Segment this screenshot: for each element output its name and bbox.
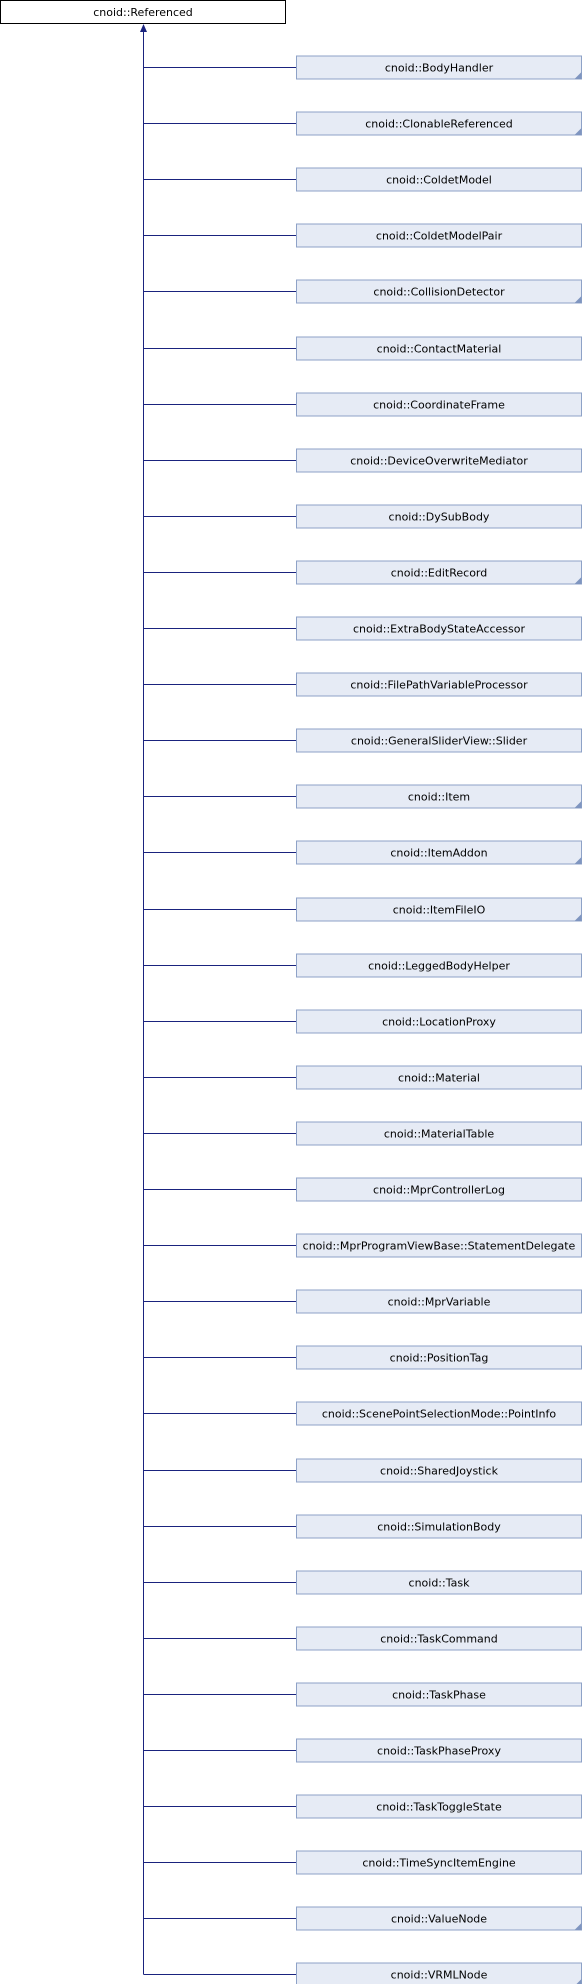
class-node[interactable]: cnoid::ColdetModel <box>296 167 582 192</box>
more-subclasses-corner-icon <box>574 577 582 584</box>
class-node[interactable]: cnoid::LocationProxy <box>296 1009 582 1034</box>
class-node-label: cnoid::FilePathVariableProcessor <box>350 679 528 692</box>
class-node-label: cnoid::Material <box>398 1072 480 1085</box>
class-node[interactable]: cnoid::MprVariable <box>296 1289 582 1314</box>
class-node-label: cnoid::ScenePointSelectionMode::PointInf… <box>322 1408 557 1421</box>
class-node-label: cnoid::ItemFileIO <box>393 904 486 917</box>
child-nodes-layer: cnoid::BodyHandlercnoid::ClonableReferen… <box>296 55 582 1984</box>
class-node-label: cnoid::MprProgramViewBase::StatementDele… <box>303 1240 576 1253</box>
class-node[interactable]: cnoid::TaskToggleState <box>296 1794 582 1819</box>
class-node[interactable]: cnoid::MprProgramViewBase::StatementDele… <box>296 1233 582 1258</box>
class-node[interactable]: cnoid::SimulationBody <box>296 1514 582 1539</box>
class-node[interactable]: cnoid::MprControllerLog <box>296 1177 582 1202</box>
class-node[interactable]: cnoid::Item <box>296 784 582 809</box>
class-node[interactable]: cnoid::ClonableReferenced <box>296 111 582 136</box>
class-node-label: cnoid::DeviceOverwriteMediator <box>350 455 528 468</box>
class-node[interactable]: cnoid::VRMLNode <box>296 1962 582 1984</box>
class-node-label: cnoid::TimeSyncItemEngine <box>362 1857 516 1870</box>
class-node[interactable]: cnoid::TaskPhase <box>296 1682 582 1707</box>
class-node[interactable]: cnoid::GeneralSliderView::Slider <box>296 728 582 753</box>
class-node-label: cnoid::GeneralSliderView::Slider <box>351 735 528 748</box>
class-node[interactable]: cnoid::Material <box>296 1065 582 1090</box>
class-node[interactable]: cnoid::CollisionDetector <box>296 279 582 304</box>
class-node-label: cnoid::DySubBody <box>389 511 490 524</box>
class-node-label: cnoid::ColdetModelPair <box>376 230 503 243</box>
class-node-label: cnoid::LeggedBodyHelper <box>368 960 510 973</box>
class-node-label: cnoid::Task <box>409 1577 471 1590</box>
class-node[interactable]: cnoid::ExtraBodyStateAccessor <box>296 616 582 641</box>
root-node-label: cnoid::Referenced <box>93 6 193 19</box>
class-node-label: cnoid::MprVariable <box>388 1296 491 1309</box>
more-subclasses-corner-icon <box>574 801 582 808</box>
more-subclasses-corner-icon <box>574 1923 582 1930</box>
class-node-label: cnoid::TaskCommand <box>380 1633 497 1646</box>
class-node[interactable]: cnoid::ItemFileIO <box>296 897 582 922</box>
class-node[interactable]: cnoid::FilePathVariableProcessor <box>296 672 582 697</box>
more-subclasses-corner-icon <box>574 296 582 303</box>
class-node[interactable]: cnoid::TaskCommand <box>296 1626 582 1651</box>
class-node-label: cnoid::MprControllerLog <box>373 1184 505 1197</box>
class-node[interactable]: cnoid::PositionTag <box>296 1345 582 1370</box>
class-node-label: cnoid::EditRecord <box>391 567 488 580</box>
class-node-label: cnoid::VRMLNode <box>391 1969 488 1982</box>
class-node-label: cnoid::TaskPhaseProxy <box>377 1745 501 1758</box>
more-subclasses-corner-icon <box>574 72 582 79</box>
class-node[interactable]: cnoid::ItemAddon <box>296 840 582 865</box>
class-node-label: cnoid::PositionTag <box>390 1352 489 1365</box>
class-node[interactable]: cnoid::SharedJoystick <box>296 1458 582 1483</box>
class-node[interactable]: cnoid::ValueNode <box>296 1906 582 1931</box>
class-node-label: cnoid::TaskPhase <box>392 1689 486 1702</box>
root-node[interactable]: cnoid::Referenced <box>0 0 286 24</box>
class-node[interactable]: cnoid::TimeSyncItemEngine <box>296 1850 582 1875</box>
class-node-label: cnoid::MaterialTable <box>384 1128 495 1141</box>
class-node[interactable]: cnoid::DeviceOverwriteMediator <box>296 448 582 473</box>
class-node[interactable]: cnoid::ColdetModelPair <box>296 223 582 248</box>
class-node-label: cnoid::ColdetModel <box>386 174 492 187</box>
class-node-label: cnoid::BodyHandler <box>385 62 494 75</box>
class-node-label: cnoid::ExtraBodyStateAccessor <box>353 623 526 636</box>
class-node-label: cnoid::ItemAddon <box>390 847 487 860</box>
class-node-label: cnoid::SharedJoystick <box>380 1465 499 1478</box>
class-node-label: cnoid::SimulationBody <box>377 1521 501 1534</box>
class-node-label: cnoid::ValueNode <box>391 1913 487 1926</box>
inheritance-arrowhead <box>140 24 147 32</box>
class-node-label: cnoid::CollisionDetector <box>373 286 505 299</box>
class-node[interactable]: cnoid::LeggedBodyHelper <box>296 953 582 978</box>
more-subclasses-corner-icon <box>574 128 582 135</box>
more-subclasses-corner-icon <box>576 1979 582 1984</box>
class-node[interactable]: cnoid::CoordinateFrame <box>296 392 582 417</box>
class-node[interactable]: cnoid::Task <box>296 1570 582 1595</box>
class-node-label: cnoid::ClonableReferenced <box>365 118 513 131</box>
class-node[interactable]: cnoid::MaterialTable <box>296 1121 582 1146</box>
class-node[interactable]: cnoid::TaskPhaseProxy <box>296 1738 582 1763</box>
edges-layer <box>140 24 297 1975</box>
class-node-label: cnoid::CoordinateFrame <box>373 399 505 412</box>
more-subclasses-corner-icon <box>574 857 582 864</box>
class-node-label: cnoid::TaskToggleState <box>376 1801 502 1814</box>
class-node[interactable]: cnoid::ContactMaterial <box>296 336 582 361</box>
class-node[interactable]: cnoid::BodyHandler <box>296 55 582 80</box>
class-node[interactable]: cnoid::EditRecord <box>296 560 582 585</box>
class-node[interactable]: cnoid::DySubBody <box>296 504 582 529</box>
class-node-label: cnoid::LocationProxy <box>382 1016 496 1029</box>
more-subclasses-corner-icon <box>574 914 582 921</box>
class-node[interactable]: cnoid::ScenePointSelectionMode::PointInf… <box>296 1401 582 1426</box>
class-node-label: cnoid::ContactMaterial <box>377 343 502 356</box>
class-node-label: cnoid::Item <box>408 791 470 804</box>
root-node-box <box>0 0 286 24</box>
